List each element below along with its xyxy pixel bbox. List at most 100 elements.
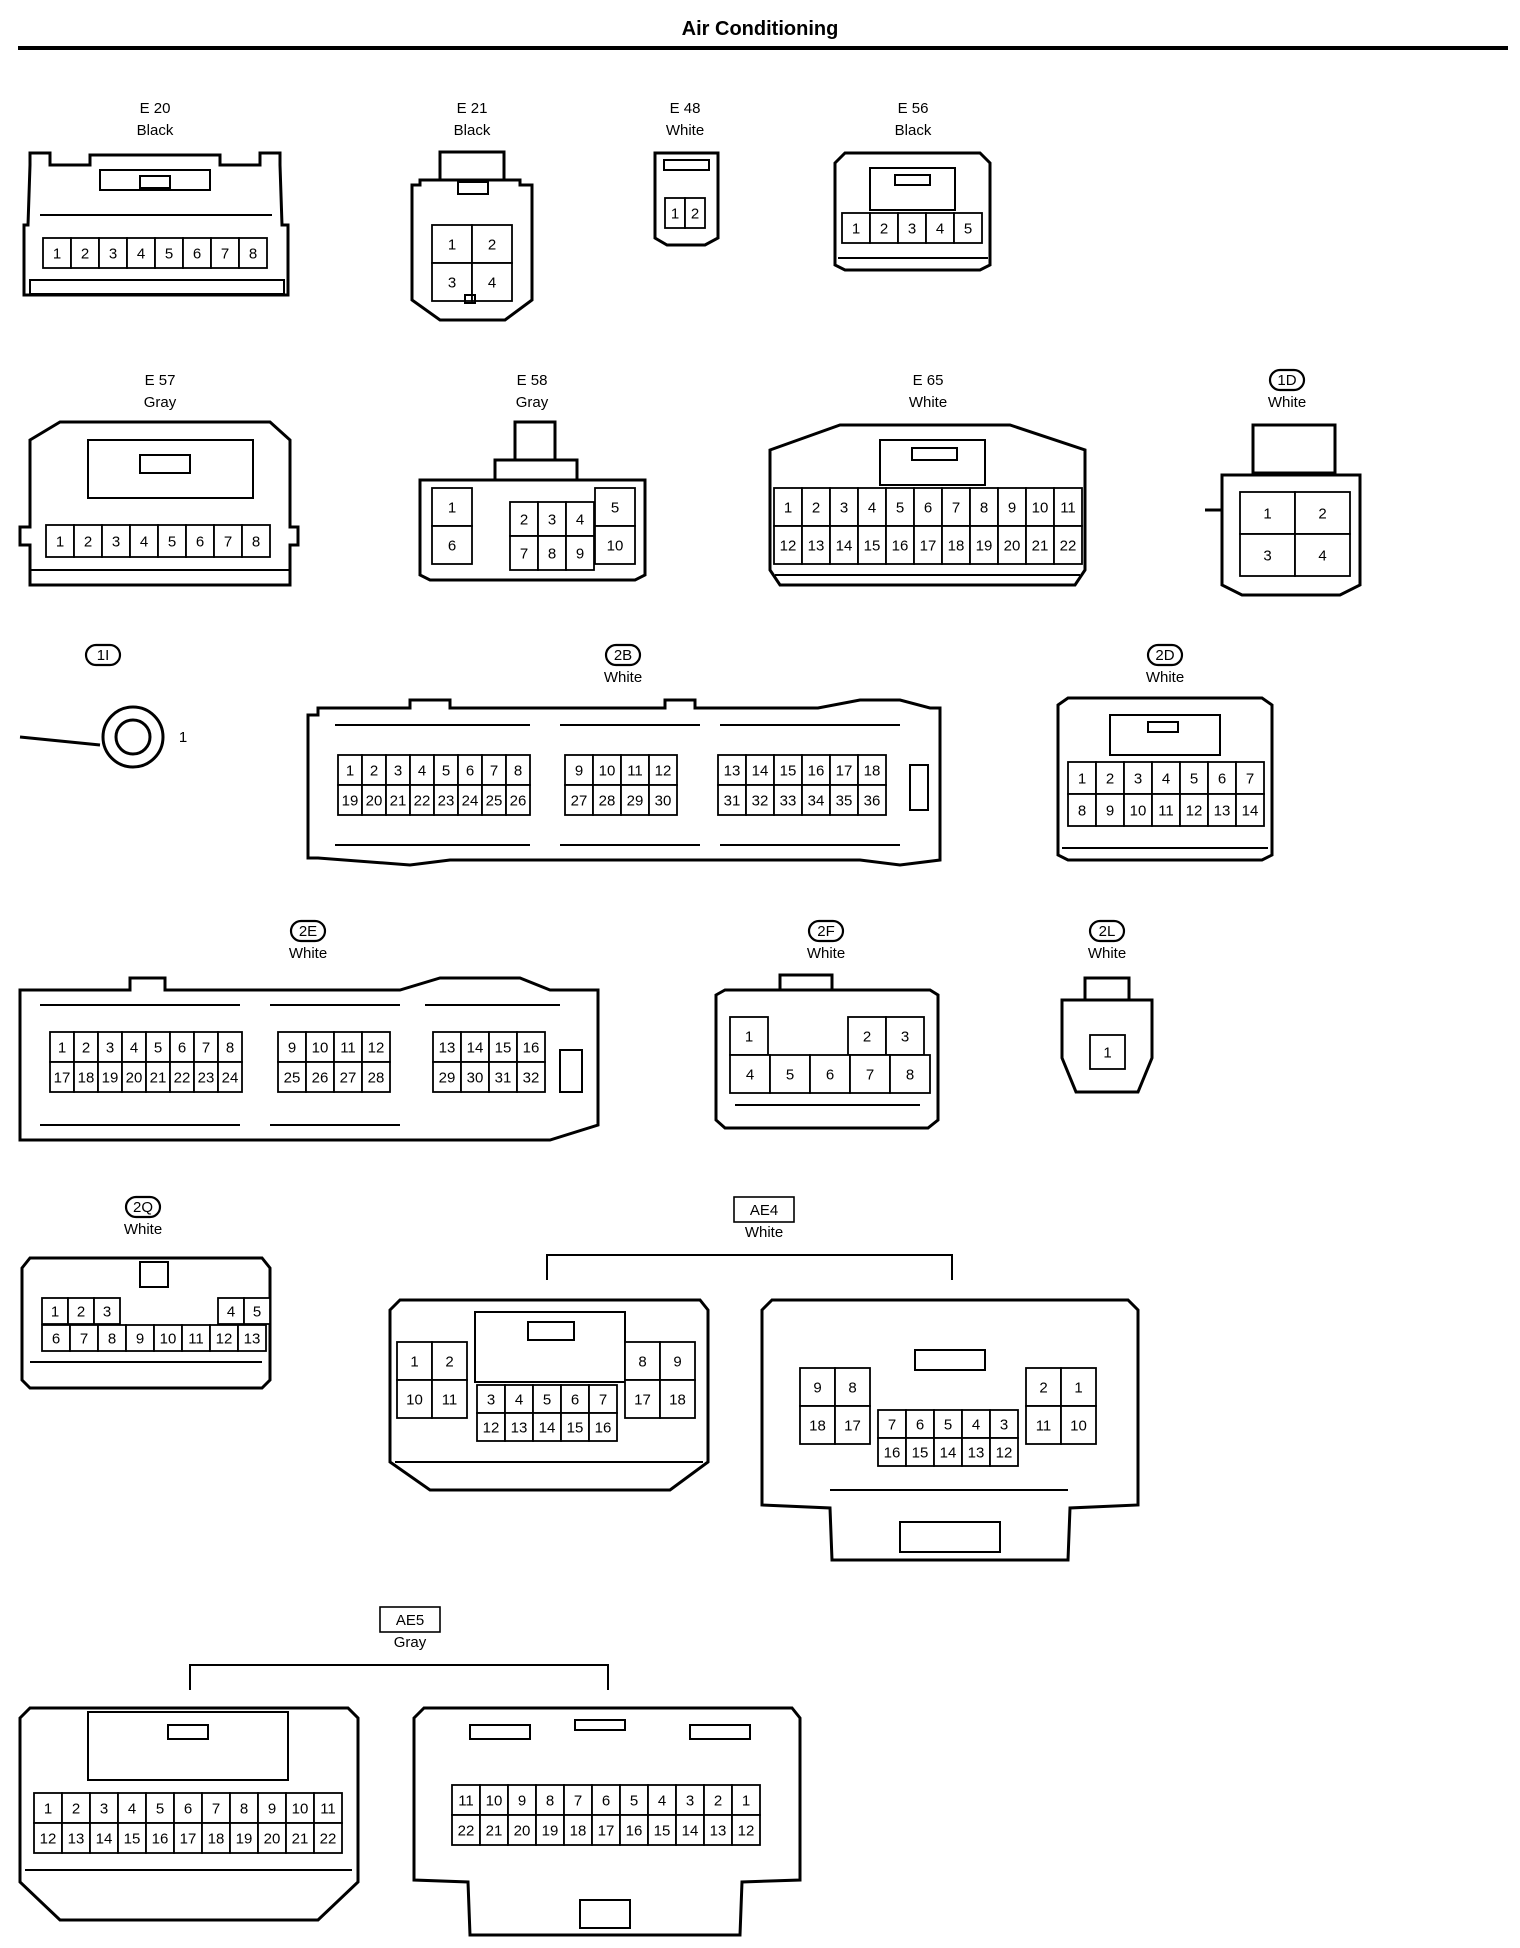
pin-cell xyxy=(703,1784,733,1816)
pin-cell xyxy=(145,1061,171,1093)
pin-number: 11 xyxy=(458,1793,474,1810)
pin-cell xyxy=(504,1412,534,1442)
connector-name: E 65 xyxy=(913,372,944,389)
connector-id-box xyxy=(379,1606,441,1633)
connector-id-pill xyxy=(1146,643,1184,667)
pin-number: 5 xyxy=(253,1304,261,1321)
pin-number: 1 xyxy=(742,1793,750,1810)
connector-id-pill xyxy=(1088,919,1126,943)
pin-cell xyxy=(619,1814,649,1846)
pin-number: 12 xyxy=(655,763,672,780)
pin-number: 3 xyxy=(448,275,456,292)
pin-number: 18 xyxy=(570,1823,587,1840)
connector-name: E 20 xyxy=(140,100,171,117)
pin-number: 17 xyxy=(54,1070,71,1087)
pin-cell xyxy=(451,1784,481,1816)
pin-cell xyxy=(729,1016,769,1056)
pin-cell xyxy=(481,784,507,816)
pin-number: 1 xyxy=(1263,506,1271,523)
pin-number: 7 xyxy=(952,500,960,517)
pin-cell xyxy=(989,1409,1019,1439)
slot-center xyxy=(574,1719,626,1731)
pin-cell xyxy=(624,1379,661,1419)
pin-number: 27 xyxy=(340,1070,357,1087)
pin-number: 3 xyxy=(1000,1417,1008,1434)
pin-number: 2 xyxy=(72,1801,80,1818)
pin-number: 8 xyxy=(240,1801,248,1818)
pin-cell xyxy=(905,1437,935,1467)
pin-number: 15 xyxy=(567,1420,584,1437)
pin-cell xyxy=(889,1054,931,1094)
pin-number: 4 xyxy=(746,1067,754,1084)
pin-number: 12 xyxy=(368,1040,385,1057)
connector-color: White xyxy=(604,669,642,686)
latch-tab xyxy=(894,174,931,186)
pin-cell xyxy=(773,525,803,565)
connector-housing xyxy=(22,151,290,297)
latch-tab xyxy=(457,181,489,195)
pin-cell xyxy=(213,524,243,558)
latch xyxy=(1083,976,1131,1002)
pin-cell xyxy=(241,524,271,558)
title-rule xyxy=(18,46,1508,50)
pin-number: 2 xyxy=(77,1304,85,1321)
pin-cell xyxy=(592,784,622,816)
pin-cell xyxy=(337,784,363,816)
pin-number: 5 xyxy=(156,1801,164,1818)
connector-color: White xyxy=(1088,945,1126,962)
pin-number: 5 xyxy=(964,221,972,238)
pin-number: 5 xyxy=(944,1417,952,1434)
pin-number: 4 xyxy=(658,1793,666,1810)
pin-number: 19 xyxy=(976,538,993,555)
latch-tab xyxy=(527,1321,575,1341)
pin-number: 7 xyxy=(224,534,232,551)
pin-number: 1 xyxy=(745,1029,753,1046)
pin-cell xyxy=(243,1297,271,1325)
pin-number: 2 xyxy=(488,237,496,254)
pin-cell xyxy=(238,237,268,269)
pin-cell xyxy=(516,1061,546,1093)
pin-cell xyxy=(257,1822,287,1854)
pin-cell xyxy=(217,1031,243,1063)
latch xyxy=(1251,423,1337,475)
pin-cell xyxy=(409,754,435,786)
pin-cell xyxy=(505,784,531,816)
pin-number: 4 xyxy=(972,1417,980,1434)
pin-number: 14 xyxy=(940,1445,957,1462)
pin-number: 21 xyxy=(486,1823,503,1840)
pin-cell xyxy=(488,1061,518,1093)
pin-number: 31 xyxy=(495,1070,512,1087)
connector-name: 2E xyxy=(299,923,317,940)
pin-cell xyxy=(476,1412,506,1442)
pin-number: 11 xyxy=(340,1040,356,1057)
pin-number: 13 xyxy=(710,1823,727,1840)
pin-cell xyxy=(731,1814,761,1846)
connector-name: E 48 xyxy=(670,100,701,117)
pin-cell xyxy=(49,1061,75,1093)
latch-tab xyxy=(911,447,958,461)
pin-number: 1 xyxy=(56,534,64,551)
pin-number: 9 xyxy=(673,1354,681,1371)
pin-cell xyxy=(885,525,915,565)
pin-cell xyxy=(913,525,943,565)
pin-number: 3 xyxy=(100,1801,108,1818)
connector-name: 1I xyxy=(97,647,110,664)
pin-number: 7 xyxy=(212,1801,220,1818)
pin-cell xyxy=(648,754,678,786)
pin-cell xyxy=(829,525,859,565)
pin-cell xyxy=(431,487,473,527)
pin-cell xyxy=(620,784,650,816)
bracket xyxy=(546,1254,953,1280)
pin-number: 1 xyxy=(448,500,456,517)
pin-number: 4 xyxy=(868,500,876,517)
pin-cell xyxy=(285,1792,315,1824)
pin-cell xyxy=(457,754,483,786)
lock-tab xyxy=(899,1521,1001,1553)
connector-color: Black xyxy=(454,122,491,139)
pin-number: 6 xyxy=(466,763,474,780)
connector-id-pill xyxy=(807,919,845,943)
